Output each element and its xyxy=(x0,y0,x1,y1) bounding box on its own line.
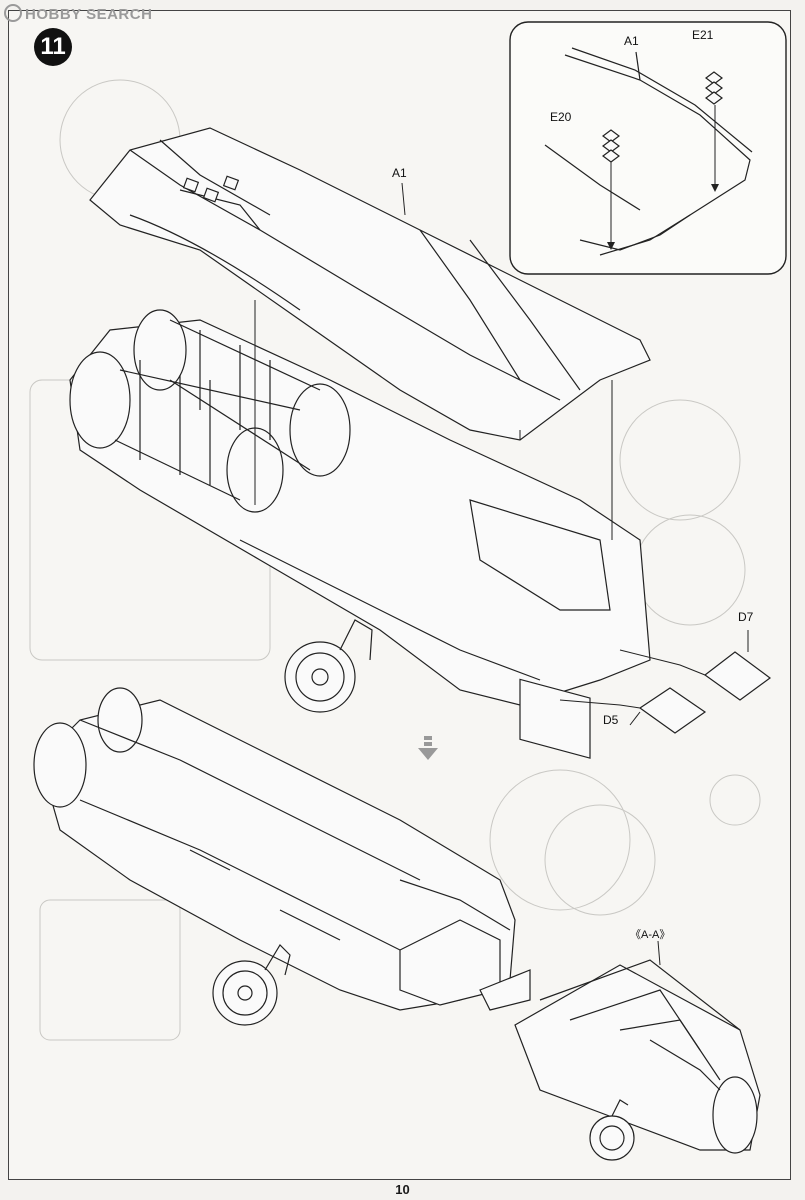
label-a1-main: A1 xyxy=(392,166,407,180)
part-d5 xyxy=(629,687,707,734)
main-landing-gear-lower xyxy=(212,944,291,1026)
page-number: 10 xyxy=(395,1182,410,1197)
label-a1-inset: A1 xyxy=(624,34,639,48)
part-e20-stack xyxy=(602,129,620,163)
part-e21-stack xyxy=(705,71,723,105)
nose-landing-gear xyxy=(589,1099,635,1161)
detail-inset xyxy=(509,21,787,275)
d5-guide-line xyxy=(559,699,641,709)
watermark-logo-icon xyxy=(4,4,22,22)
d7-guide-line xyxy=(619,649,706,676)
step-number-badge: 11 xyxy=(34,28,72,66)
label-e21: E21 xyxy=(692,28,714,42)
part-d7 xyxy=(703,630,772,701)
part-a1-upper-panel xyxy=(89,127,651,441)
down-arrow-icon xyxy=(418,736,438,760)
assembled-fuselage-lower xyxy=(33,687,531,1011)
label-e20: E20 xyxy=(550,110,572,124)
section-label-aa: 《A-A》 xyxy=(630,929,671,941)
label-d7: D7 xyxy=(738,610,754,624)
fuselage-with-engines xyxy=(69,300,651,759)
main-landing-gear-upper xyxy=(284,619,373,713)
watermark-text: HOBBY SEARCH xyxy=(25,6,153,23)
label-d5: D5 xyxy=(603,713,619,727)
engine-rings xyxy=(69,309,351,513)
watermark: HOBBY SEARCH xyxy=(4,4,152,23)
nose-section-aa xyxy=(514,940,761,1154)
